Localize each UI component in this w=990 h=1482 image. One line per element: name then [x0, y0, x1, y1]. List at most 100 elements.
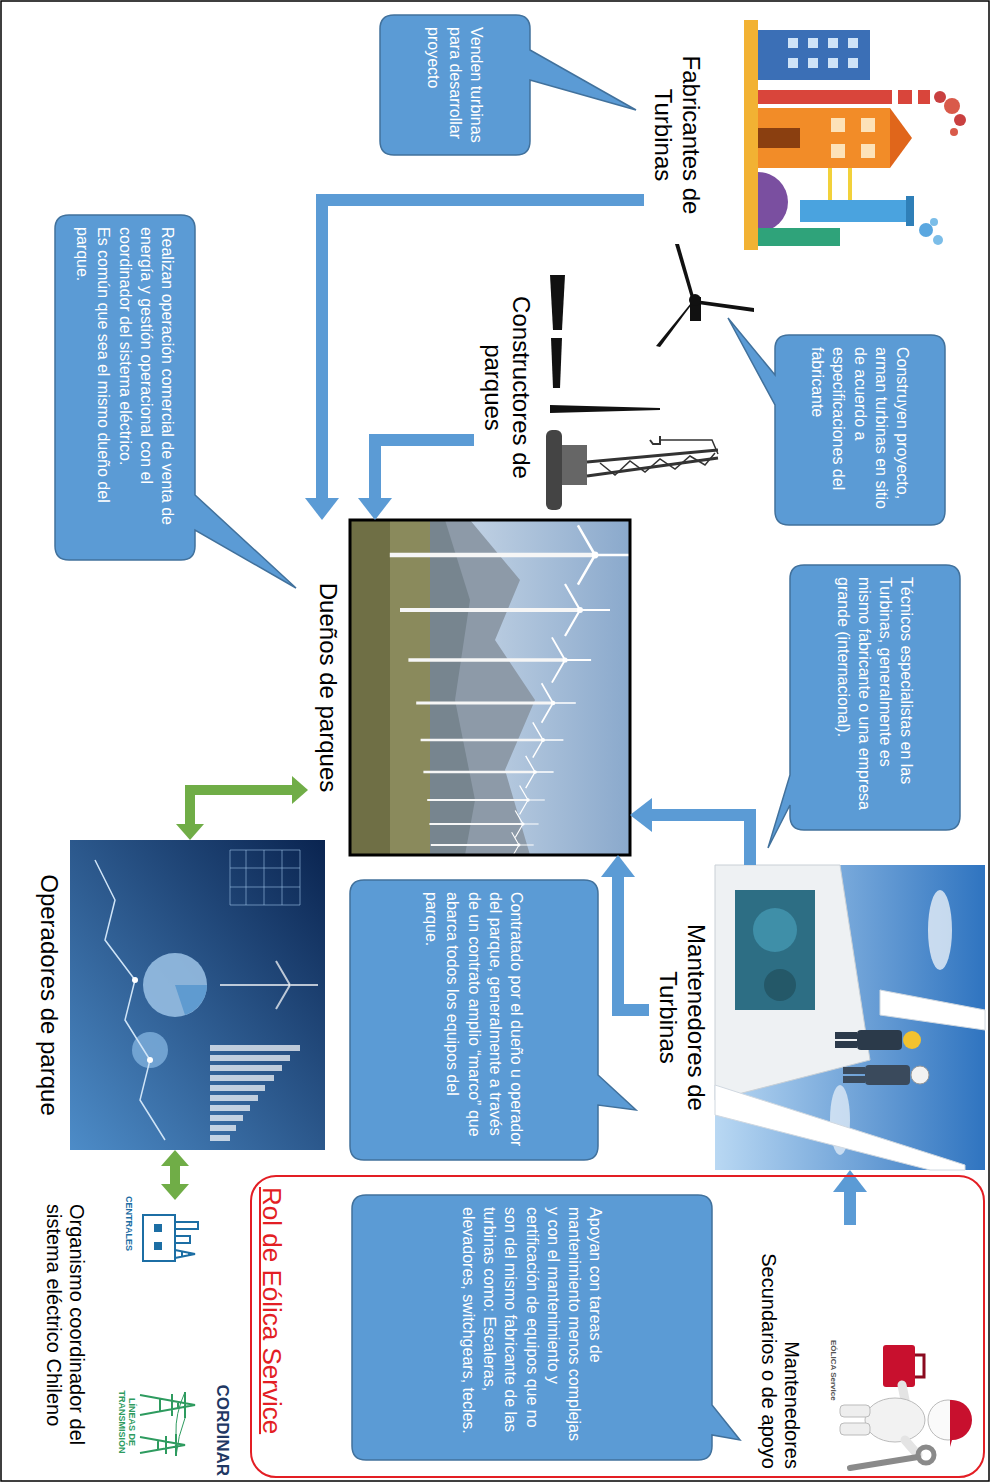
callout-text: Construyen proyecto, arman turbinas en s…	[807, 347, 913, 513]
node-title: Mantenedores de Turbinas	[655, 903, 710, 1133]
region-box: Rol de Eólica ServiceMantenedores Secund…	[250, 1175, 985, 1478]
technicians-photo	[715, 865, 985, 1170]
operations-dashboard-image	[132, 977, 138, 983]
arrow-head	[601, 855, 635, 877]
technicians-photo	[835, 1032, 857, 1039]
node-title: Operadores de parque	[35, 840, 63, 1150]
operations-dashboard-image	[175, 985, 207, 1015]
operations-dashboard-image	[210, 1135, 230, 1141]
maintenance-worker-icon	[918, 1447, 934, 1463]
wind-park-photo	[408, 637, 591, 682]
factory-illustration	[890, 108, 912, 168]
maintenance-worker-icon	[865, 1398, 925, 1442]
factory-illustration	[758, 172, 788, 232]
factory-illustration	[744, 20, 758, 250]
image-node: Constructores de parques	[474, 260, 740, 515]
callout-outline	[352, 1195, 740, 1460]
factory-illustration	[758, 30, 870, 80]
callout-box: Contratado por el dueño u operador del p…	[350, 880, 598, 1160]
region-title: Rol de Eólica Service	[256, 1187, 287, 1476]
connector-group	[630, 798, 750, 865]
operations-dashboard-image	[230, 850, 300, 905]
maintenance-worker-icon	[840, 1405, 870, 1417]
connector	[844, 1190, 856, 1225]
arrow-head	[161, 1150, 189, 1166]
connector	[618, 875, 649, 1010]
wind-park-photo	[390, 525, 629, 584]
callout-outline	[728, 318, 945, 525]
factory-illustration	[919, 223, 933, 237]
maintenance-worker-icon	[883, 1345, 915, 1387]
label-text: EÓLICA Service	[829, 1340, 838, 1412]
factory-illustration	[828, 38, 838, 48]
callout-text: Es común que sea el mismo dueño del parq…	[72, 227, 114, 548]
connector-group	[833, 1170, 867, 1225]
turbine-crane-illustration	[551, 338, 562, 388]
operations-dashboard-image	[210, 1105, 250, 1111]
operations-dashboard-image	[210, 1115, 243, 1121]
turbine-crane-illustration	[546, 244, 754, 510]
operations-dashboard-image	[210, 1125, 236, 1131]
turbine-crane-illustration	[546, 430, 562, 510]
wind-park-photo	[350, 520, 630, 858]
label-box: CENTRALES	[124, 1196, 134, 1286]
wind-park-photo	[350, 520, 630, 855]
callout-outline	[768, 565, 960, 848]
image-node: Dueños de parques	[308, 520, 630, 855]
factory-illustration	[954, 114, 966, 126]
operations-dashboard-image	[210, 1075, 274, 1081]
coordinator-logo	[140, 1434, 185, 1456]
wind-park-photo	[429, 810, 538, 837]
operations-dashboard-image	[70, 840, 325, 1150]
node-title: Constructores de parques	[480, 283, 535, 493]
operations-dashboard-image	[147, 1057, 153, 1063]
operations-dashboard-image	[210, 1045, 300, 1051]
technicians-photo	[903, 1031, 921, 1049]
factory-illustration	[934, 91, 946, 103]
callout-outline	[55, 215, 296, 588]
wind-park-photo	[416, 683, 576, 723]
technicians-photo	[715, 865, 985, 1170]
operations-dashboard-image	[276, 961, 318, 1009]
connector	[190, 790, 294, 826]
operations-dashboard-image	[210, 1085, 265, 1091]
operations-dashboard-image	[132, 1032, 168, 1068]
turbine-crane-illustration	[689, 294, 701, 306]
callout-text: Realizan operación comercial de venta de…	[114, 227, 177, 548]
factory-illustration	[848, 38, 858, 48]
operations-dashboard-image	[143, 953, 207, 1017]
turbine-crane-illustration	[675, 244, 695, 300]
coordinator-logo	[154, 1242, 162, 1250]
maintenance-worker-icon	[950, 1400, 972, 1447]
callout-box: Realizan operación comercial de venta de…	[55, 215, 195, 560]
label-box: LÍNEAS DE TRANSMISIÓN	[116, 1384, 137, 1460]
technicians-photo	[857, 1030, 902, 1050]
factory-illustration	[758, 90, 930, 104]
factory-illustration	[758, 128, 800, 148]
technicians-photo	[735, 890, 815, 1010]
maintenance-worker-icon	[840, 1345, 972, 1468]
callout-shape	[790, 565, 960, 830]
turbine-crane-illustration	[550, 405, 660, 413]
factory-illustration	[831, 118, 845, 132]
operations-dashboard-image	[210, 1095, 258, 1101]
operations-dashboard-image	[220, 984, 290, 986]
label-text: CORDINAR	[212, 1372, 232, 1476]
technicians-photo	[715, 865, 870, 1100]
factory-illustration	[933, 235, 943, 245]
factory-illustration	[744, 20, 966, 250]
arrow-head	[833, 1170, 867, 1192]
callout-box: Técnicos especialistas en las Turbinas, …	[790, 565, 960, 830]
technicians-photo	[911, 1066, 929, 1084]
callout-text: Apoyan con tareas de mantenimiento menos…	[458, 1207, 606, 1448]
factory-illustration	[861, 118, 875, 132]
callout-text: Contratado por el dueño u operador del p…	[421, 892, 527, 1148]
operations-dashboard-image	[210, 1065, 282, 1071]
factory-illustration	[848, 58, 858, 68]
image-node: Fabricantes de Turbinas	[644, 20, 970, 250]
factory-illustration	[800, 200, 910, 222]
wind-park-photo	[421, 722, 564, 757]
factory-illustration	[831, 144, 845, 158]
